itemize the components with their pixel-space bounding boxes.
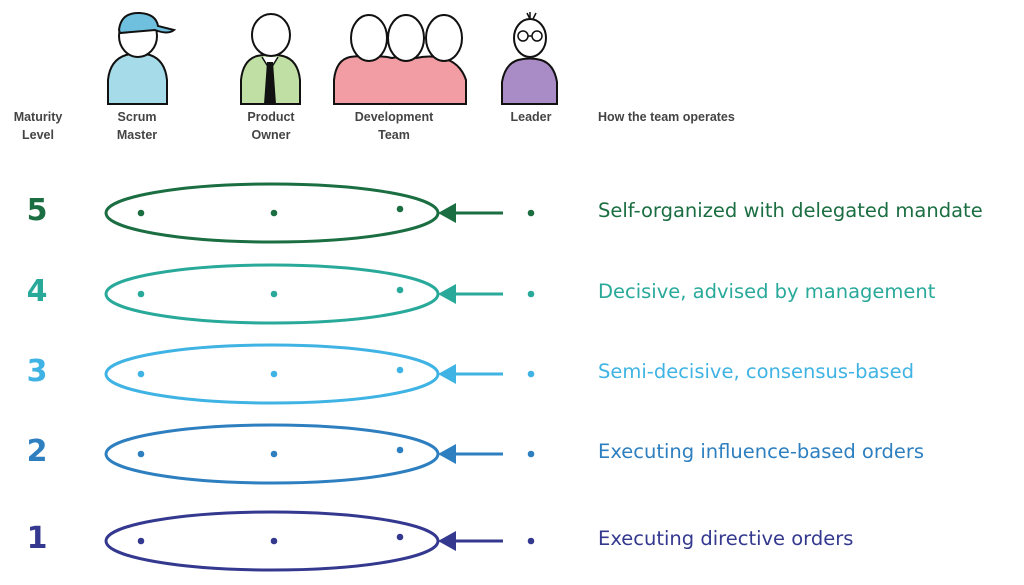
- level-description: Executing directive orders: [598, 527, 854, 550]
- team-member-dot: [137, 537, 145, 545]
- team-member-dot: [270, 450, 278, 458]
- level-description: Decisive, advised by management: [598, 280, 936, 303]
- team-member-dot: [396, 533, 404, 541]
- leader-figure: [501, 12, 558, 105]
- leader-dot: [527, 290, 535, 298]
- level-row-5: [104, 182, 535, 244]
- team-member-dot: [137, 370, 145, 378]
- team-member-dot: [270, 290, 278, 298]
- arrowhead-icon: [438, 364, 456, 384]
- development-team-figure: [333, 14, 467, 105]
- header-how-team-operates: How the team operates: [598, 110, 735, 124]
- level-row-1: [104, 510, 535, 572]
- arrowhead-icon: [438, 531, 456, 551]
- team-member-dot: [137, 209, 145, 217]
- glasses-icon: [517, 30, 543, 42]
- leader-dot: [527, 209, 535, 217]
- leader-dot: [527, 537, 535, 545]
- team-member-dot: [270, 370, 278, 378]
- cap-icon: [117, 11, 177, 35]
- team-member-dot: [270, 537, 278, 545]
- team-member-dot: [396, 366, 404, 374]
- level-number: 5: [26, 193, 48, 228]
- team-member-dot: [396, 205, 404, 213]
- level-row-2: [104, 423, 535, 485]
- team-member-dot: [396, 286, 404, 294]
- level-number: 2: [26, 434, 48, 469]
- level-description: Semi-decisive, consensus-based: [598, 360, 914, 383]
- product-owner-figure: [240, 13, 301, 105]
- level-row-4: [104, 263, 535, 325]
- level-description: Self-organized with delegated mandate: [598, 199, 983, 222]
- scrum-master-figure: [107, 11, 177, 105]
- leader-dot: [527, 370, 535, 378]
- level-description: Executing influence-based orders: [598, 440, 925, 463]
- tie-icon: [264, 62, 276, 104]
- team-member-dot: [396, 446, 404, 454]
- level-number: 1: [26, 521, 48, 556]
- arrowhead-icon: [438, 284, 456, 304]
- role-figures: [107, 11, 558, 105]
- arrowhead-icon: [438, 203, 456, 223]
- level-number: 3: [26, 354, 48, 389]
- team-member-dot: [137, 450, 145, 458]
- team-member-dot: [270, 209, 278, 217]
- level-row-3: [104, 343, 535, 405]
- header-leader: Leader: [510, 110, 552, 124]
- arrowhead-icon: [438, 444, 456, 464]
- leader-dot: [527, 450, 535, 458]
- team-member-dot: [137, 290, 145, 298]
- level-number: 4: [26, 274, 48, 309]
